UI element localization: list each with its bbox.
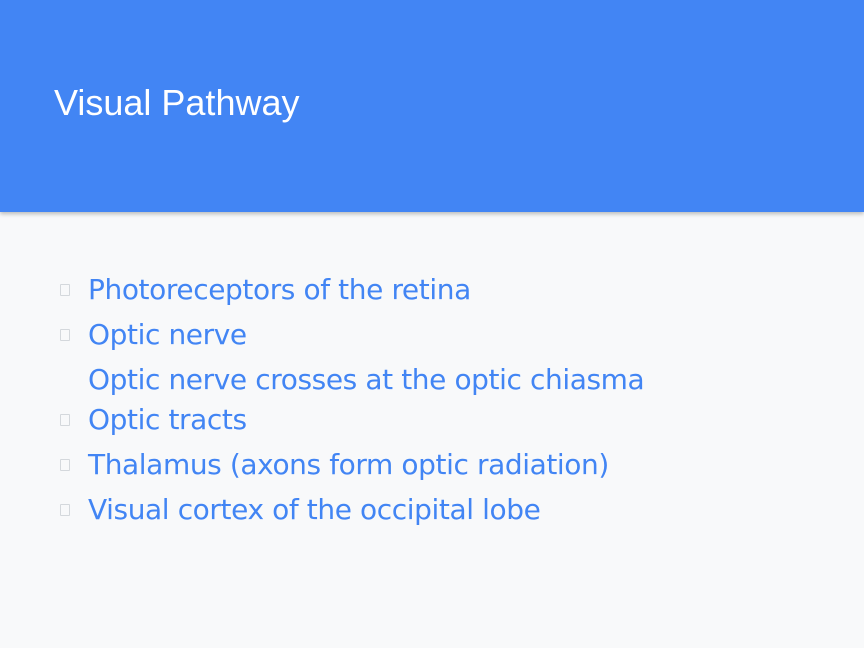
list-item-text: Visual cortex of the occipital lobe <box>88 493 541 526</box>
bullet-square-icon <box>60 414 70 426</box>
list-item-text: Photoreceptors of the retina <box>88 273 471 306</box>
list-item-text: Optic nerve crosses at the optic chiasma <box>88 363 645 396</box>
bullet-square-icon <box>60 459 70 471</box>
list-item-text: Optic tracts <box>88 403 247 436</box>
list-item-text: Thalamus (axons form optic radiation) <box>88 448 609 481</box>
list-item-text: Optic nerve <box>88 318 247 351</box>
bullet-square-icon <box>60 284 70 296</box>
bullet-square-icon <box>60 329 70 341</box>
slide-title: Visual Pathway <box>54 82 300 123</box>
title-bar: Visual Pathway <box>0 0 864 212</box>
bullet-square-icon <box>60 504 70 516</box>
